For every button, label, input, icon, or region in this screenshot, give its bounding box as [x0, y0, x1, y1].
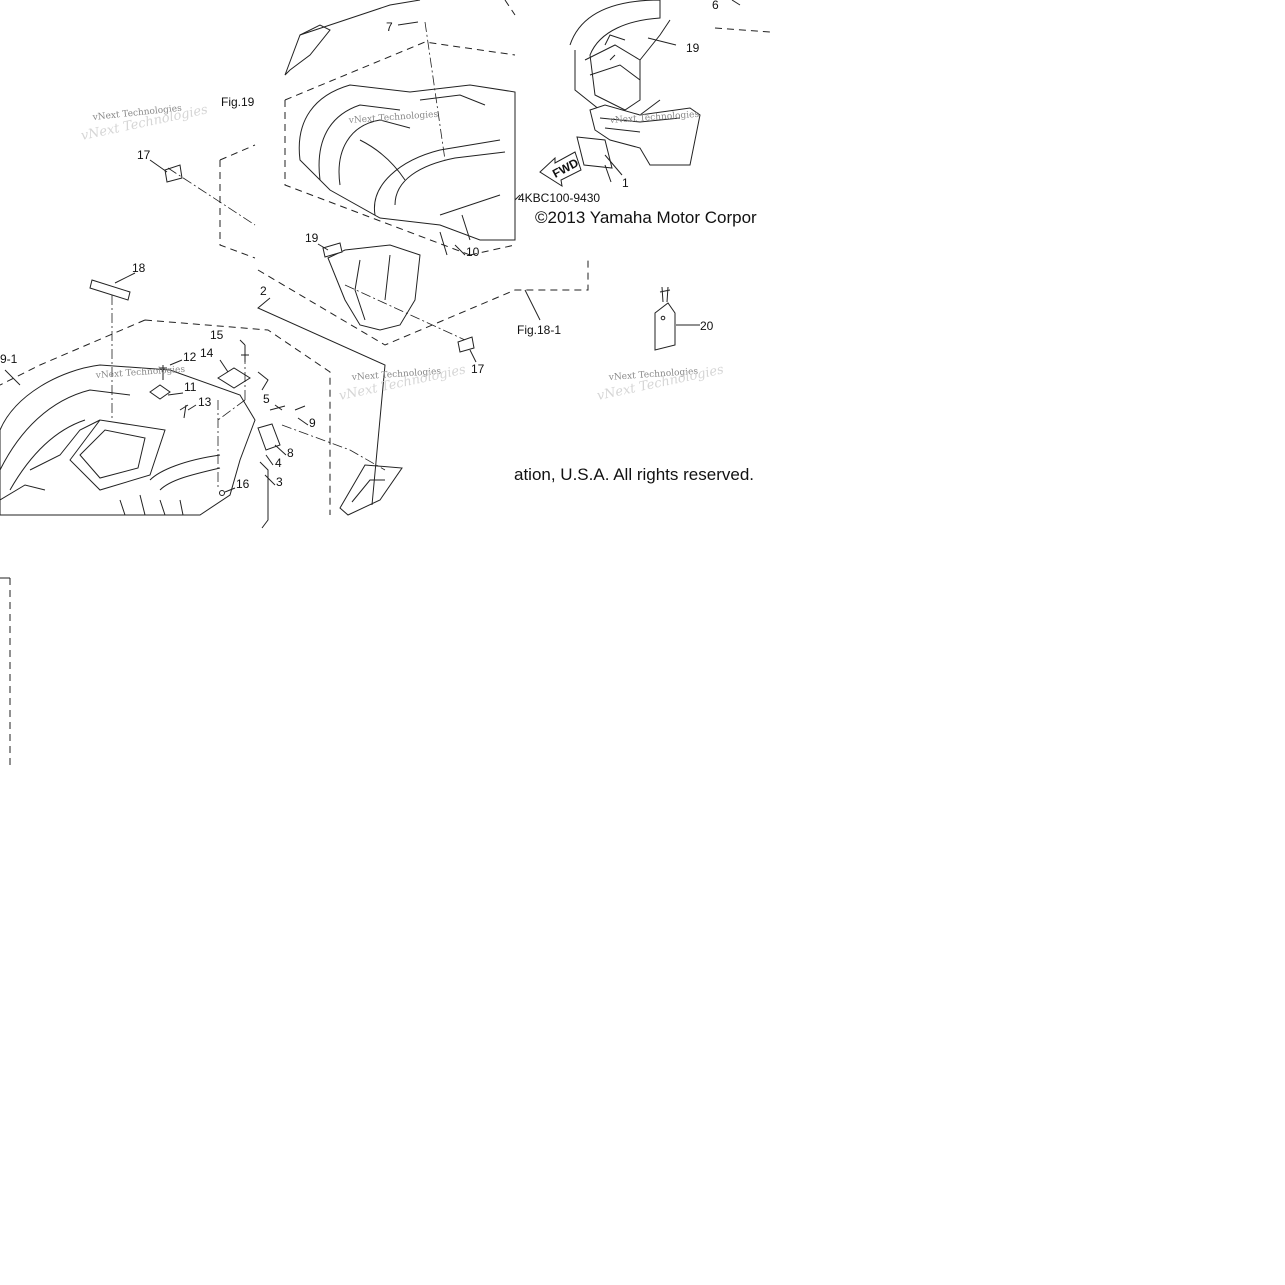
copyright-bottom: ation, U.S.A. All rights reserved.: [514, 465, 754, 484]
decal-strip: [576, 136, 613, 169]
callout-3: 3: [276, 475, 283, 489]
callout-12: 12: [183, 350, 197, 364]
screw-15: [241, 345, 249, 362]
callout-18: 18: [132, 261, 146, 275]
callout-17-right: 17: [471, 362, 485, 376]
callout-2: 2: [260, 284, 267, 298]
fig-boundary-top: [284, 41, 516, 256]
plate-11: [149, 384, 171, 400]
inner-fender: [327, 244, 421, 331]
rear-mudflap: [339, 464, 403, 516]
fig-boundary-top-right: [504, 0, 771, 33]
pin-10: [439, 214, 471, 256]
callout-13: 13: [198, 395, 212, 409]
screw-12: [159, 365, 167, 380]
tag-part: [654, 286, 676, 351]
fig-ref-19: Fig.19: [221, 95, 255, 109]
rear-side-flap: [257, 371, 269, 529]
callout-19-mid: 19: [305, 231, 319, 245]
washer-16: [219, 490, 225, 496]
rear-fender: [0, 364, 256, 516]
front-fender: [298, 84, 516, 241]
callout-8: 8: [287, 446, 294, 460]
clip-13: [179, 404, 189, 419]
part-code: 4KBC100-9430: [518, 191, 600, 205]
callout-1: 1: [622, 176, 629, 190]
callout-20: 20: [700, 319, 714, 333]
front-fender-edge: [299, 0, 421, 36]
callout-9: 9: [309, 416, 316, 430]
bracket-8: [257, 423, 281, 451]
callout-14: 14: [200, 346, 214, 360]
dash-dot-line-inner: [344, 284, 466, 341]
plate-14: [217, 367, 251, 389]
decal-19-mid: [322, 242, 343, 258]
callout-15: 15: [210, 328, 224, 342]
fig-boundary-left: [219, 144, 256, 259]
copyright-top: ©2013 Yamaha Motor Corpor: [535, 208, 757, 227]
callout-7: 7: [386, 20, 393, 34]
callout-labels: 1 2 3 4 5 6 7 8 9 10 11 12 13 14 15 16 1…: [132, 0, 719, 491]
bolt-5: [269, 405, 306, 411]
callout-11: 11: [184, 380, 197, 394]
callout-19-top: 19: [686, 41, 700, 55]
callout-5: 5: [263, 392, 270, 406]
fig-ref-18-1: Fig.18-1: [517, 323, 561, 337]
callout-6: 6: [712, 0, 719, 12]
fwd-arrow-icon: FWD: [539, 151, 582, 188]
decal-17-right: [457, 336, 475, 353]
callout-16: 16: [236, 477, 250, 491]
front-carrier: [569, 0, 671, 116]
decal-17-left: [164, 164, 183, 183]
fig-boundary-middle: [257, 258, 589, 346]
leader-lines: [4, 0, 741, 506]
callout-17-left: 17: [137, 148, 151, 162]
decal-18: [89, 279, 131, 301]
fig-ref-9-1: 9-1: [0, 352, 18, 366]
front-bumper: [589, 104, 701, 166]
callout-4: 4: [275, 456, 282, 470]
callout-10: 10: [466, 245, 480, 259]
